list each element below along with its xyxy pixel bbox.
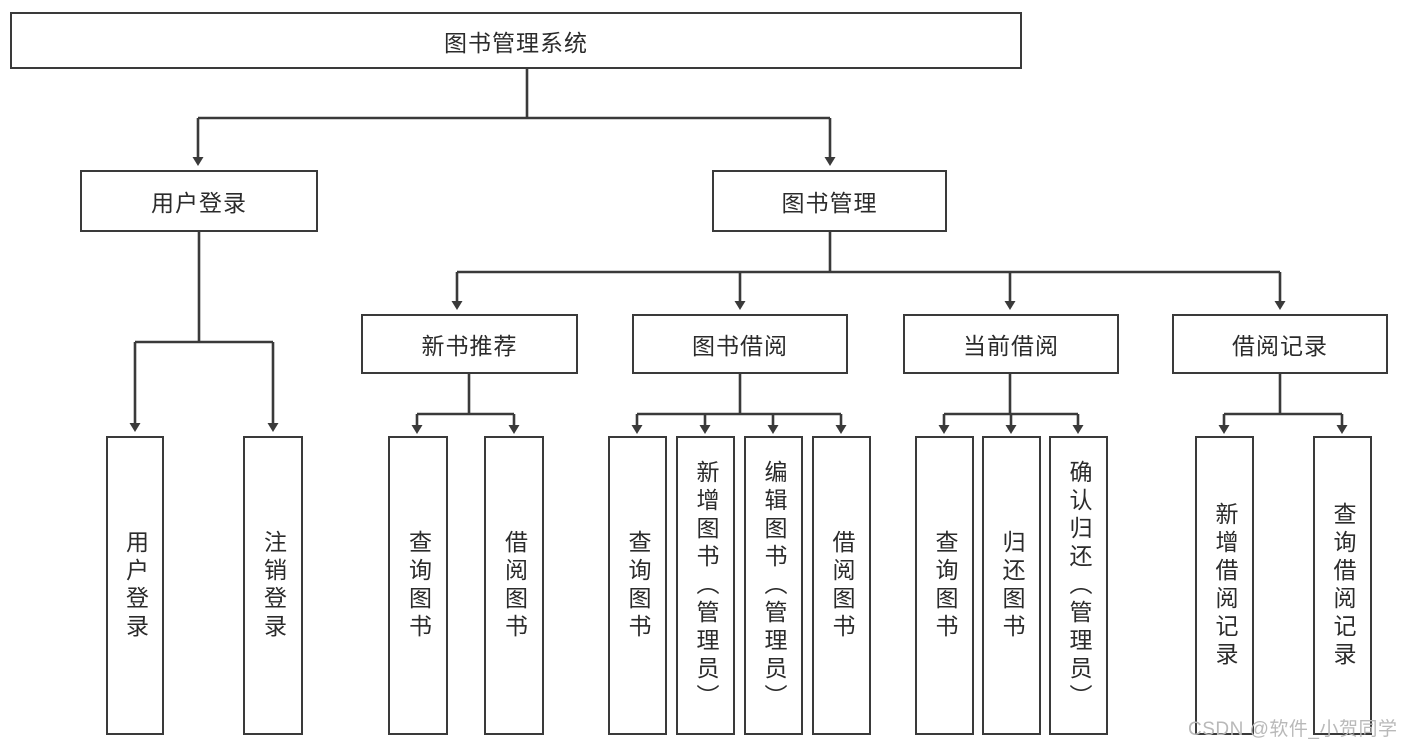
node-leaf-return-book[interactable]: 归还图书 <box>982 436 1041 735</box>
node-leaf-add-book-label: 新增图书（管理员） <box>693 459 719 712</box>
node-leaf-query-book-1[interactable]: 查询图书 <box>388 436 448 735</box>
node-book-management-label: 图书管理 <box>781 190 878 216</box>
node-book-borrow-label: 图书借阅 <box>692 333 788 359</box>
node-leaf-confirm-return-label: 确认归还（管理员） <box>1066 459 1092 712</box>
csdn-watermark: CSDN @软件_小贺同学 <box>1188 719 1398 740</box>
node-leaf-borrow-book-2[interactable]: 借阅图书 <box>812 436 871 735</box>
node-book-management[interactable]: 图书管理 <box>712 170 947 232</box>
node-root-label: 图书管理系统 <box>444 29 588 56</box>
node-leaf-query-book-1-label: 查询图书 <box>405 529 432 642</box>
node-leaf-query-book-3-label: 查询图书 <box>932 529 958 642</box>
node-leaf-add-record-label: 新增借阅记录 <box>1212 501 1238 670</box>
node-current-borrow-label: 当前借阅 <box>963 333 1059 359</box>
node-root[interactable]: 图书管理系统 <box>10 12 1022 69</box>
node-leaf-return-book-label: 归还图书 <box>999 529 1025 642</box>
node-leaf-borrow-book-2-label: 借阅图书 <box>829 529 855 642</box>
node-borrow-records-label: 借阅记录 <box>1232 333 1328 359</box>
node-leaf-user-login-label: 用户登录 <box>122 529 149 642</box>
node-book-borrow[interactable]: 图书借阅 <box>632 314 848 374</box>
node-leaf-logout[interactable]: 注销登录 <box>243 436 303 735</box>
node-leaf-query-book-2[interactable]: 查询图书 <box>608 436 667 735</box>
node-leaf-add-record[interactable]: 新增借阅记录 <box>1195 436 1254 735</box>
node-user-login-label: 用户登录 <box>151 190 247 216</box>
node-leaf-edit-book[interactable]: 编辑图书（管理员） <box>744 436 803 735</box>
node-leaf-logout-label: 注销登录 <box>260 529 287 642</box>
node-leaf-query-record-label: 查询借阅记录 <box>1330 501 1356 670</box>
node-leaf-edit-book-label: 编辑图书（管理员） <box>761 459 787 712</box>
node-leaf-borrow-book-1-label: 借阅图书 <box>501 529 528 642</box>
node-leaf-query-record[interactable]: 查询借阅记录 <box>1313 436 1372 735</box>
node-borrow-records[interactable]: 借阅记录 <box>1172 314 1388 374</box>
node-leaf-confirm-return[interactable]: 确认归还（管理员） <box>1049 436 1108 735</box>
node-leaf-query-book-3[interactable]: 查询图书 <box>915 436 974 735</box>
node-current-borrow[interactable]: 当前借阅 <box>903 314 1119 374</box>
node-user-login[interactable]: 用户登录 <box>80 170 318 232</box>
node-leaf-query-book-2-label: 查询图书 <box>625 529 651 642</box>
node-leaf-user-login[interactable]: 用户登录 <box>106 436 164 735</box>
node-new-book-recommend[interactable]: 新书推荐 <box>361 314 578 374</box>
node-leaf-borrow-book-1[interactable]: 借阅图书 <box>484 436 544 735</box>
node-leaf-add-book[interactable]: 新增图书（管理员） <box>676 436 735 735</box>
node-new-book-recommend-label: 新书推荐 <box>421 333 518 359</box>
